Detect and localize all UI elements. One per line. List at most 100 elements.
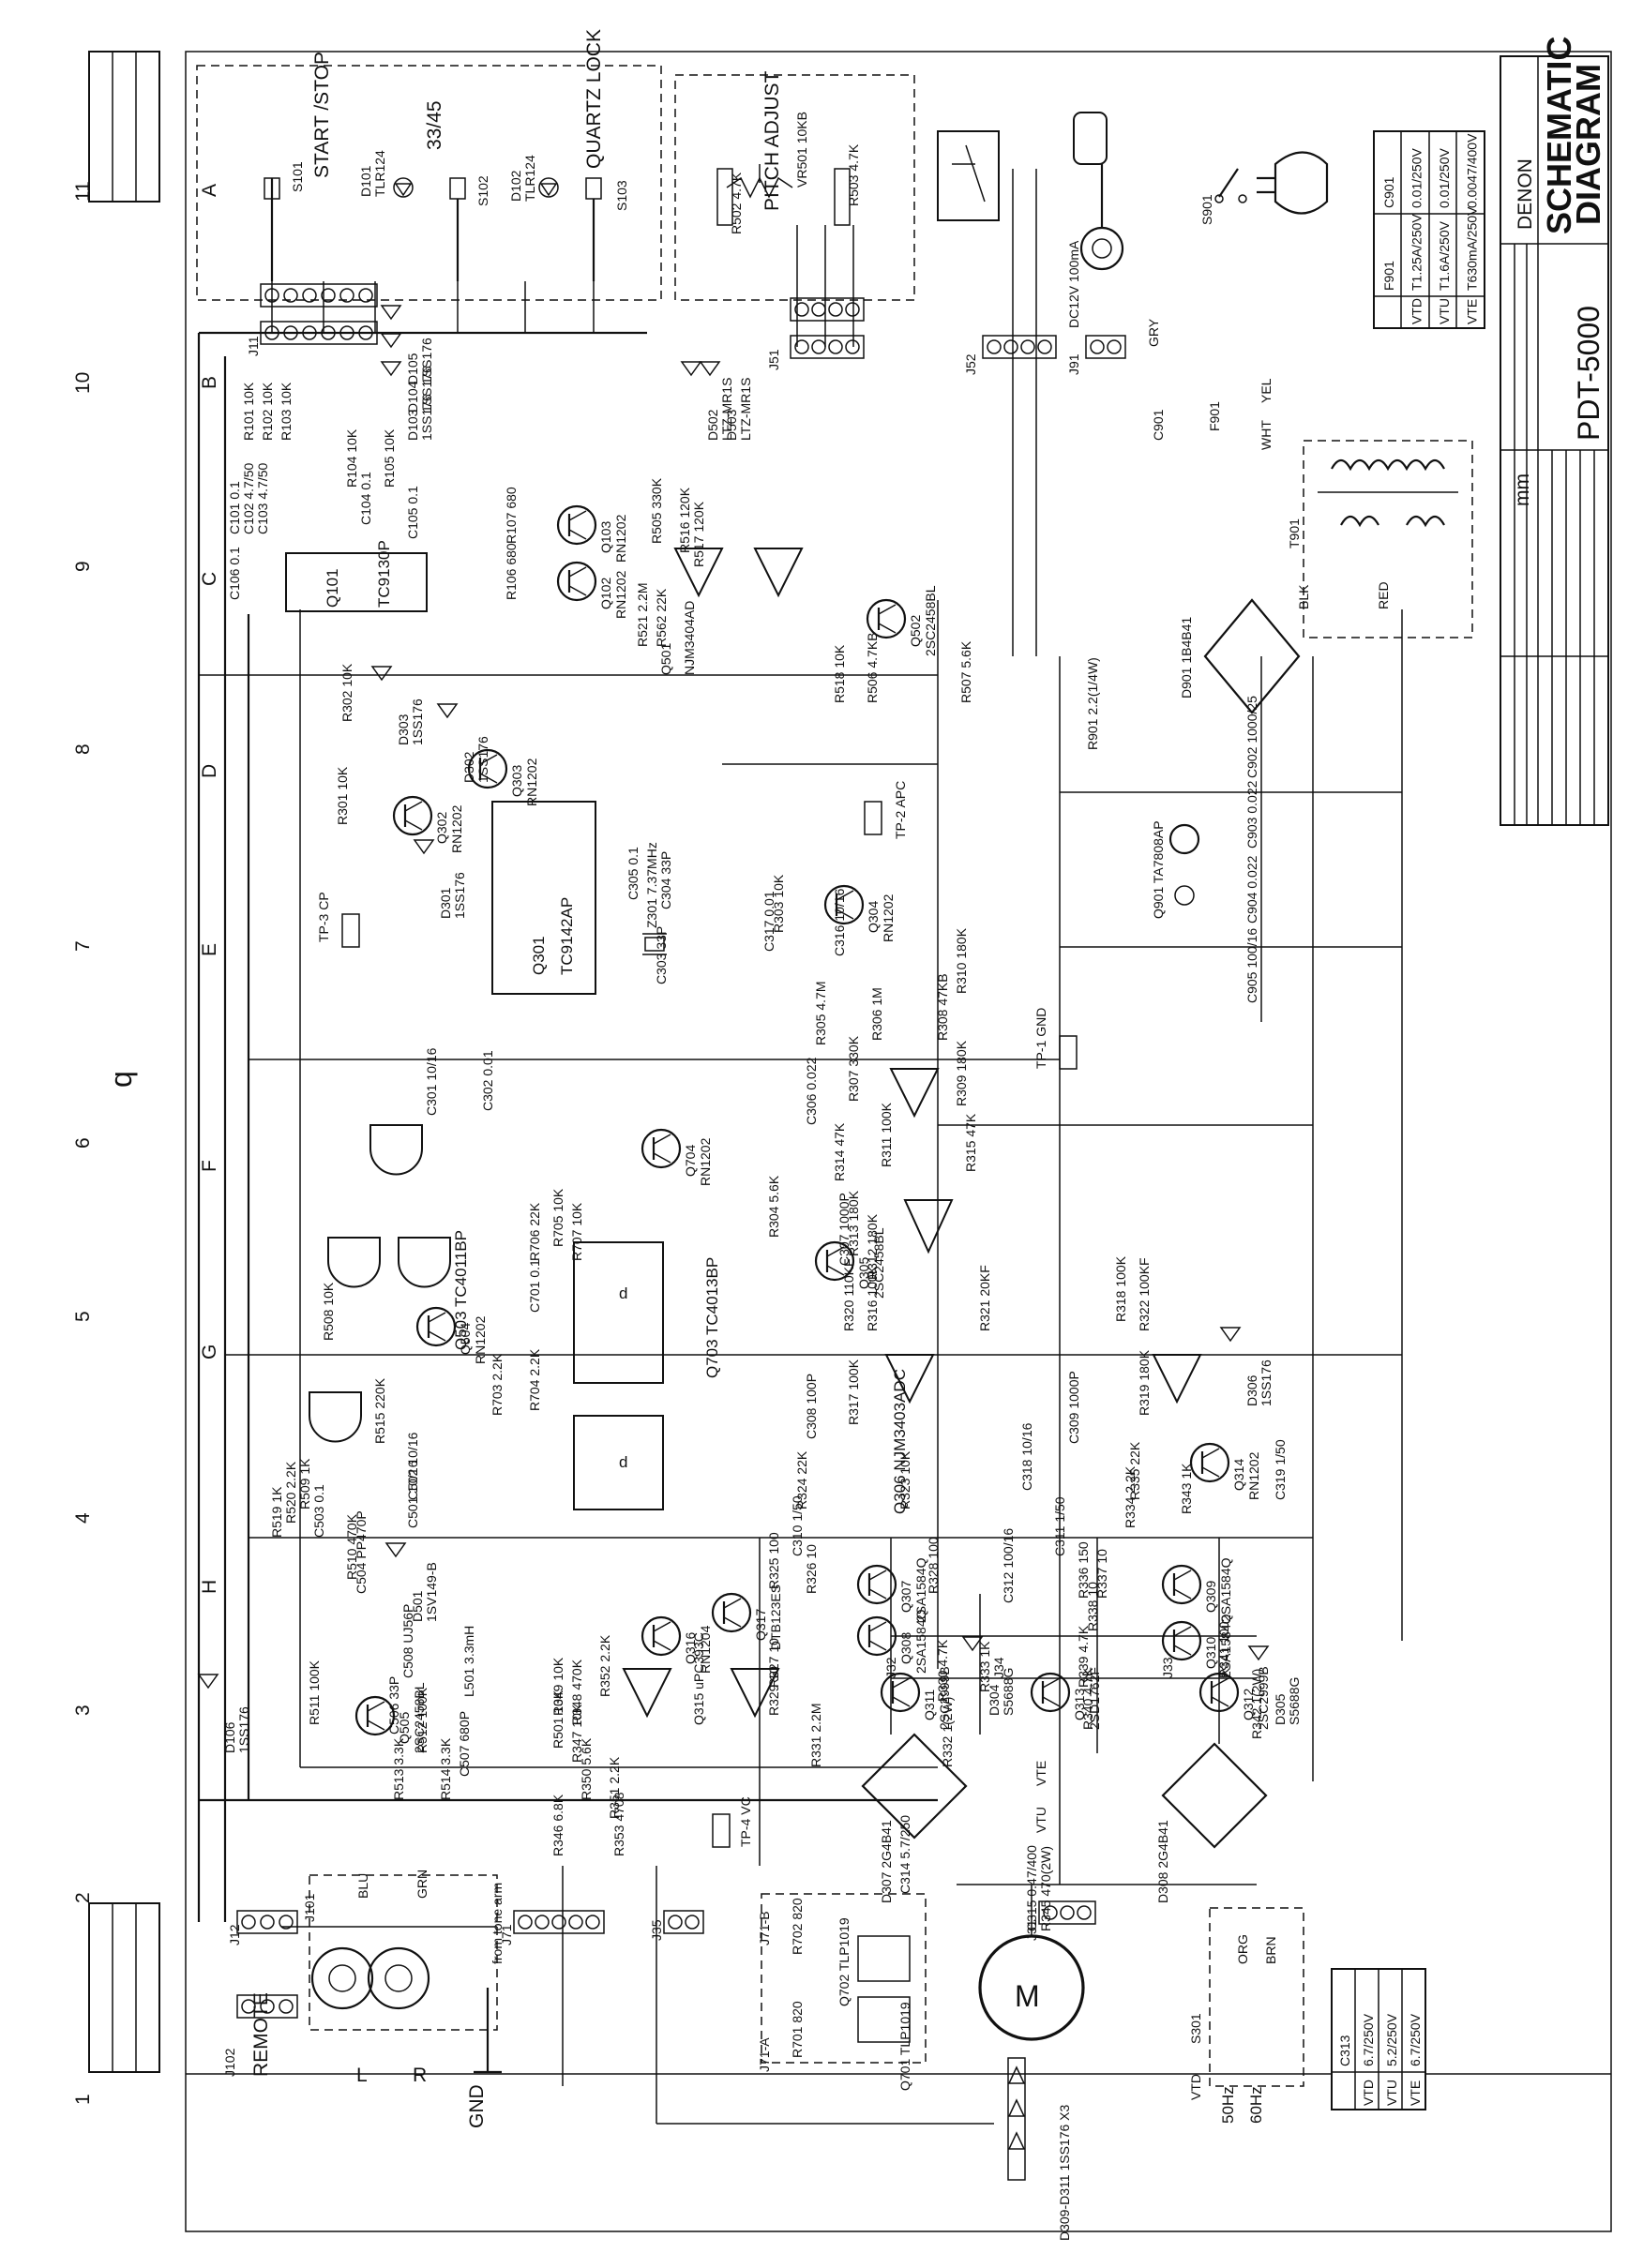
transistor-ref: Q704 xyxy=(683,1145,698,1177)
start-stop-switch: S101 xyxy=(264,161,305,281)
passive-label: R512 100K xyxy=(415,1687,430,1753)
passive-label: C504 PP470P xyxy=(354,1510,369,1594)
passive-label: R702 820 xyxy=(790,1898,805,1955)
diode-part: 1SS176 xyxy=(419,366,434,413)
c902-label: C902 1000/25 xyxy=(1244,696,1259,778)
q702-label: Q702 TLP1019 xyxy=(837,1917,852,2006)
c313-table-cell: C313 xyxy=(1337,2035,1352,2066)
diode-ref: D305 xyxy=(1273,1693,1288,1725)
transistor-ref: Q317 xyxy=(753,1609,768,1641)
passive-label: C302 0.01 xyxy=(480,1050,495,1111)
c904-label: C904 0.022 xyxy=(1244,855,1259,924)
passive-label: R106 680 xyxy=(504,543,519,600)
ic-q101-ref: Q101 xyxy=(324,568,341,608)
transistor-ref: Q308 xyxy=(898,1632,913,1664)
svg-text:S101: S101 xyxy=(290,161,305,192)
diode-part: 1SS176 xyxy=(410,698,425,745)
passive-label: R329 10 xyxy=(766,1666,781,1716)
wire-grn: GRN xyxy=(415,1870,430,1899)
passive-label: R302 10K xyxy=(339,663,354,722)
connector-j35 xyxy=(663,1910,704,1934)
photo-couplers xyxy=(857,1935,911,2043)
connector-label: J34 xyxy=(991,1657,1006,1678)
transistor-part: 2SC2458BL xyxy=(412,1682,427,1753)
transistor-part: 2SC2999B xyxy=(1256,1666,1271,1730)
passive-label: R330 4.7K xyxy=(935,1639,950,1702)
passive-label: R704 2.2K xyxy=(527,1348,542,1411)
passive-label: C304 33P xyxy=(658,851,673,909)
passive-label: R351 2.2K xyxy=(607,1756,622,1819)
grid-letter-top: B xyxy=(199,376,220,389)
voltage-selector-box xyxy=(1209,1907,1304,2087)
grid-number: 3 xyxy=(72,1705,94,1716)
passive-label: C501 10/16 xyxy=(405,1460,420,1528)
connector-label: J35 xyxy=(649,1919,664,1941)
passive-label: R310 180K xyxy=(954,927,969,994)
passive-label: R521 2.2M xyxy=(635,583,650,647)
ic-q101-part: TC9130P xyxy=(375,540,393,608)
start-stop-label: START /STOP xyxy=(311,52,333,178)
passive-label: R506 4.7KB xyxy=(865,633,880,704)
passive-label: C105 0.1 xyxy=(405,486,420,539)
passive-label: R352 2.2K xyxy=(597,1634,612,1697)
meter-icon xyxy=(937,130,1000,221)
passive-label: R315 47K xyxy=(963,1113,978,1172)
svg-text:R503 4.7K: R503 4.7K xyxy=(846,143,861,206)
passive-label: R509 1K xyxy=(297,1458,312,1509)
passive-label: R339 4.7K xyxy=(1076,1625,1091,1688)
passive-label: R308 47KB xyxy=(935,973,950,1041)
passive-label: R303 10K xyxy=(771,874,786,933)
passive-label: R520 2.2K xyxy=(283,1461,298,1524)
passive-label: R309 180K xyxy=(954,1040,969,1106)
regulator-q901 xyxy=(1168,823,1200,906)
transistor-ref: Q502 xyxy=(908,615,923,647)
transistor-ref: Q505 xyxy=(397,1712,412,1744)
passive-label: R103 10K xyxy=(279,382,294,441)
transistor-part: 2SC2458BL xyxy=(923,585,938,656)
title-block-mark: DENON xyxy=(1515,158,1536,230)
d101-led: D101 TLR124 xyxy=(358,150,414,198)
passive-label: C103 4.7/50 xyxy=(255,463,270,534)
passive-label: R516 120K xyxy=(677,487,692,553)
connector-label: J91 xyxy=(1066,353,1081,375)
s901-label: S901 xyxy=(1199,194,1214,225)
passive-label: C507 680P xyxy=(457,1711,472,1777)
passive-label: C102 4.7/50 xyxy=(241,463,256,534)
ic-q501-ref: Q501 xyxy=(658,643,673,675)
passive-label: R514 3.3K xyxy=(438,1737,453,1800)
passive-label: R324 22K xyxy=(794,1450,809,1509)
passive-label: R314 47K xyxy=(832,1122,847,1181)
fuse-table-cell: 0.01/250V xyxy=(1409,148,1424,208)
connector-label: J11 xyxy=(246,336,261,356)
grid-number: 9 xyxy=(72,561,94,572)
r345-label: R345 470(2W) xyxy=(1038,1846,1053,1931)
grid-letter-top: C xyxy=(199,572,220,586)
diode-part: S5688G xyxy=(1287,1677,1302,1725)
passive-label: R317 100K xyxy=(846,1359,861,1425)
transistor-ref: Q303 xyxy=(509,765,524,797)
diode-ref: D103 xyxy=(405,409,420,441)
diode-part: LTZ-MR1S xyxy=(738,378,753,441)
bridge-d307: D307 2G4B41 xyxy=(861,1733,968,1903)
passive-label: C305 0.1 xyxy=(626,847,641,900)
passive-label: R347 10K xyxy=(569,1704,584,1763)
passive-label: R703 2.2K xyxy=(490,1353,505,1416)
ic-q501-part: NJM3404AD xyxy=(682,601,697,675)
tp4-label: TP-4 VC xyxy=(738,1796,753,1847)
transistor-ref: Q302 xyxy=(434,812,449,844)
c313-table-cell: 6.7/250V xyxy=(1408,2013,1423,2066)
ac-plug-icon xyxy=(1257,151,1329,215)
passive-label: C506 33P xyxy=(386,1676,401,1735)
transistor-part: RN1204 xyxy=(698,1625,713,1674)
passive-label: R343 1K xyxy=(1179,1463,1194,1514)
